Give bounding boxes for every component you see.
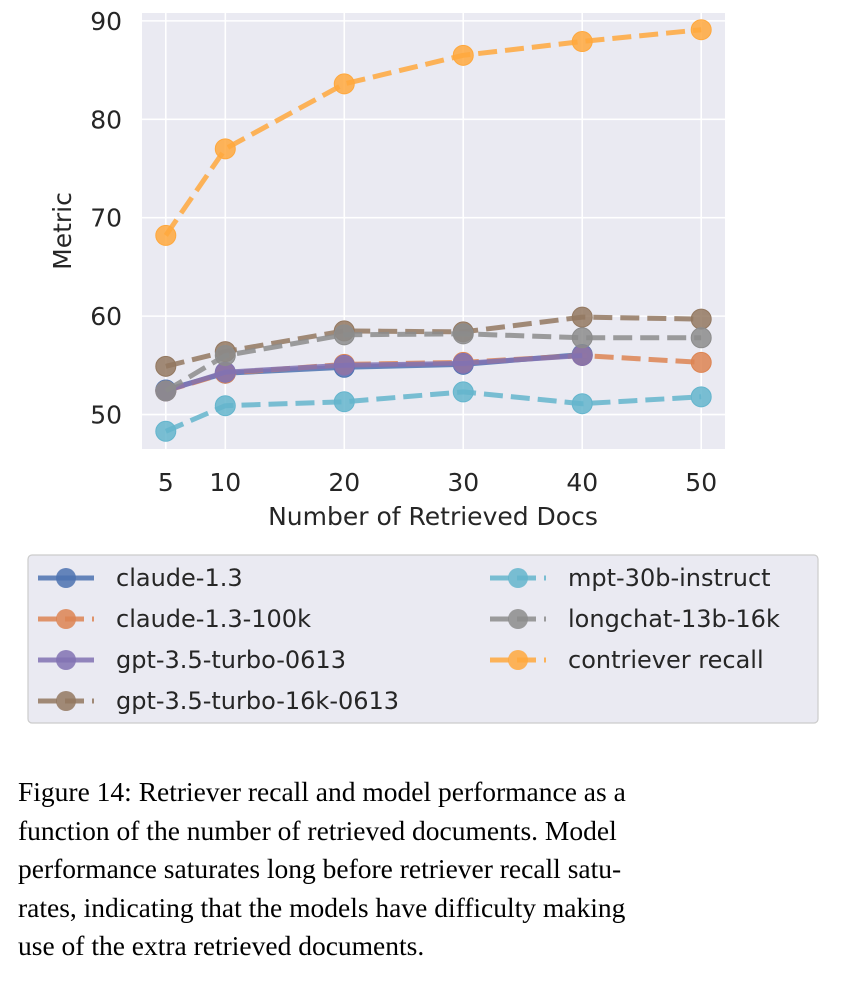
data-point <box>155 420 177 442</box>
data-point <box>214 138 236 160</box>
x-tick-label: 10 <box>209 468 241 497</box>
legend-entry: claude-1.3-100k <box>38 605 311 633</box>
series-line <box>165 353 702 394</box>
y-axis-label: Metric <box>48 192 77 270</box>
legend-entry: gpt-3.5-turbo-16k-0613 <box>38 687 399 715</box>
caption-line: performance saturates long before retrie… <box>18 853 622 884</box>
plot-area <box>142 13 725 449</box>
series-mpt-30b-instruct <box>155 381 712 442</box>
data-point <box>690 19 712 41</box>
data-point <box>452 323 474 345</box>
legend-label: longchat-13b-16k <box>568 605 780 633</box>
legend-label: mpt-30b-instruct <box>568 564 771 592</box>
legend-box <box>27 554 819 724</box>
legend-marker <box>508 568 528 588</box>
legend-label: gpt-3.5-turbo-0613 <box>116 646 346 674</box>
data-point <box>452 381 474 403</box>
caption-line: use of the extra retrieved documents. <box>18 930 425 961</box>
series-line <box>165 314 702 369</box>
data-point <box>155 355 177 377</box>
legend-entry: contriever recall <box>490 646 764 674</box>
caption-line: function of the number of retrieved docu… <box>18 814 617 846</box>
legend-entry: claude-1.3 <box>38 564 243 592</box>
caption-line: Figure 14: Retriever recall and model pe… <box>18 776 626 807</box>
y-tick-label: 80 <box>90 105 122 134</box>
legend-label: contriever recall <box>568 646 764 674</box>
y-tick-label: 90 <box>90 7 122 36</box>
legend-entry: mpt-30b-instruct <box>490 564 771 592</box>
x-tick-label: 50 <box>685 468 717 497</box>
data-point <box>333 73 355 95</box>
legend-entry: longchat-13b-16k <box>490 605 780 633</box>
data-point <box>452 352 474 374</box>
legend-marker <box>56 650 76 670</box>
legend-entry: gpt-3.5-turbo-0613 <box>38 646 346 674</box>
y-tick-label: 70 <box>90 204 122 233</box>
legend-label: claude-1.3 <box>116 564 243 592</box>
data-point <box>571 327 593 349</box>
y-tick-label: 50 <box>90 401 122 430</box>
series-line <box>164 331 702 394</box>
tick-labels: 5 10 20 30 40 50 50 60 70 80 90 <box>90 7 717 497</box>
legend-marker <box>56 691 76 711</box>
legend-label: claude-1.3-100k <box>116 605 311 633</box>
caption-line: rates, indicating that the models have d… <box>18 891 626 923</box>
data-point <box>333 354 355 376</box>
data-point <box>452 44 474 66</box>
legend: claude-1.3 claude-1.3-100k gpt-3.5-turbo-0… <box>38 564 780 715</box>
line-chart: 5 10 20 30 40 50 50 60 70 80 90 Number of Retrieve… <box>27 7 819 724</box>
legend-label: gpt-3.5-turbo-16k-0613 <box>116 687 399 715</box>
data-point <box>155 380 177 402</box>
data-point <box>155 224 177 246</box>
legend-marker <box>508 650 528 670</box>
series-line <box>163 27 702 237</box>
legend-marker <box>56 609 76 629</box>
figure-caption: Figure 14: Retriever recall and model pe… <box>18 773 833 966</box>
x-tick-label: 5 <box>158 468 174 497</box>
data-point <box>214 395 236 417</box>
x-tick-label: 20 <box>328 468 360 497</box>
series-lines <box>155 19 712 442</box>
series-longchat-13b-16k <box>155 323 712 402</box>
data-point <box>690 386 712 408</box>
data-point <box>333 324 355 346</box>
data-point <box>571 345 593 367</box>
legend-marker <box>508 609 528 629</box>
data-point <box>571 306 593 328</box>
data-point <box>690 327 712 349</box>
data-point <box>333 391 355 413</box>
series-contriever-recall <box>155 19 712 246</box>
x-axis-label: Number of Retrieved Docs <box>268 502 598 531</box>
data-point <box>690 308 712 330</box>
series-line <box>164 389 702 434</box>
y-tick-label: 60 <box>90 302 122 331</box>
x-tick-label: 40 <box>566 468 598 497</box>
data-point <box>571 393 593 415</box>
legend-marker <box>56 568 76 588</box>
x-tick-label: 30 <box>447 468 479 497</box>
data-point <box>571 31 593 53</box>
data-point <box>690 351 712 373</box>
data-point <box>214 345 236 367</box>
